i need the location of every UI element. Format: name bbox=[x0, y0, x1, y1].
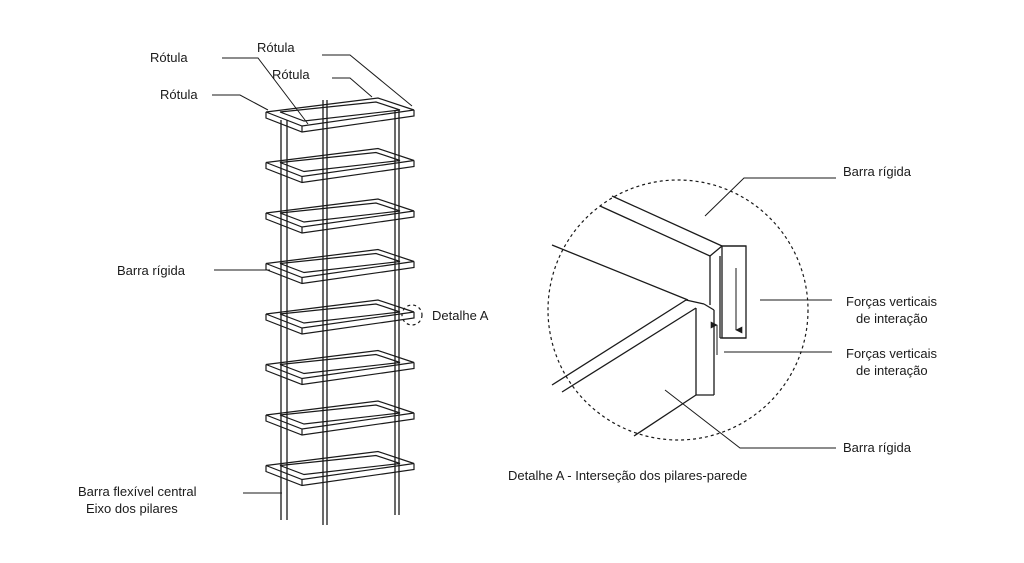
label-forcas-2-line2: de interação bbox=[856, 363, 928, 378]
leader-rotula-2 bbox=[322, 54, 413, 107]
label-forcas-2-line1: Forças verticais bbox=[846, 346, 938, 361]
upper-bar-top-edge-back bbox=[611, 195, 723, 247]
leader-rotula-1 bbox=[222, 57, 309, 125]
leader-rotula-3 bbox=[332, 77, 373, 98]
label-detalhe-a: Detalhe A bbox=[432, 308, 489, 323]
label-rotula-3: Rótula bbox=[272, 67, 310, 82]
upper-bar-end-face bbox=[721, 245, 747, 339]
upper-bar-underside-line bbox=[551, 244, 689, 301]
detail-a-marker bbox=[401, 304, 423, 326]
leader-rotula-4 bbox=[212, 94, 269, 111]
lower-bar-cap bbox=[685, 299, 705, 305]
left-leaders bbox=[212, 54, 413, 494]
caption-detalhe-a: Detalhe A - Interseção dos pilares-pared… bbox=[508, 468, 747, 483]
label-rotula-2: Rótula bbox=[257, 40, 295, 55]
rigid-bar-frame bbox=[265, 349, 415, 386]
upper-bar-cap-side bbox=[709, 245, 723, 257]
upper-rigid-bar bbox=[551, 195, 747, 339]
label-forcas-1-line1: Forças verticais bbox=[846, 294, 938, 309]
label-barra-rigida-top: Barra rígida bbox=[843, 164, 912, 179]
detail-a-circle bbox=[547, 179, 809, 441]
lower-bar-top-edge-front bbox=[561, 307, 697, 393]
label-rotula-1: Rótula bbox=[150, 50, 188, 65]
lower-bar-top-edge-back bbox=[551, 299, 687, 386]
label-rotula-4: Rótula bbox=[160, 87, 198, 102]
left-labels: Rótula Rótula Rótula Rótula Barra rígida… bbox=[78, 40, 489, 516]
lower-rigid-bar bbox=[551, 299, 715, 437]
rigid-bar-frame bbox=[265, 450, 415, 487]
label-eixo-pilares: Eixo dos pilares bbox=[86, 501, 178, 516]
label-barra-rigida: Barra rígida bbox=[117, 263, 186, 278]
leader-barra-rigida-bottom bbox=[664, 389, 836, 449]
rigid-bar-frame bbox=[265, 147, 415, 184]
right-leaders bbox=[664, 177, 836, 449]
lower-bar-bottom-edge bbox=[633, 394, 697, 437]
rigid-bar-frame bbox=[265, 97, 415, 133]
right-labels: Barra rígida Forças verticais de interaç… bbox=[508, 164, 938, 483]
column-frame-structure bbox=[265, 97, 423, 525]
label-forcas-1-line2: de interação bbox=[856, 311, 928, 326]
detail-a-view bbox=[547, 179, 809, 441]
rigid-bar-frames bbox=[265, 97, 415, 487]
rigid-bar-frame bbox=[265, 248, 415, 285]
rigid-bar-frame bbox=[265, 299, 415, 335]
label-barra-flexivel: Barra flexível central bbox=[78, 484, 197, 499]
rigid-bar-frame bbox=[265, 198, 415, 234]
rigid-bar-frame bbox=[265, 400, 415, 436]
lower-bar-cap-2 bbox=[703, 303, 715, 311]
upper-bar-top-edge-front bbox=[599, 205, 711, 257]
leader-barra-rigida-top bbox=[704, 177, 836, 217]
label-barra-rigida-bottom: Barra rígida bbox=[843, 440, 912, 455]
